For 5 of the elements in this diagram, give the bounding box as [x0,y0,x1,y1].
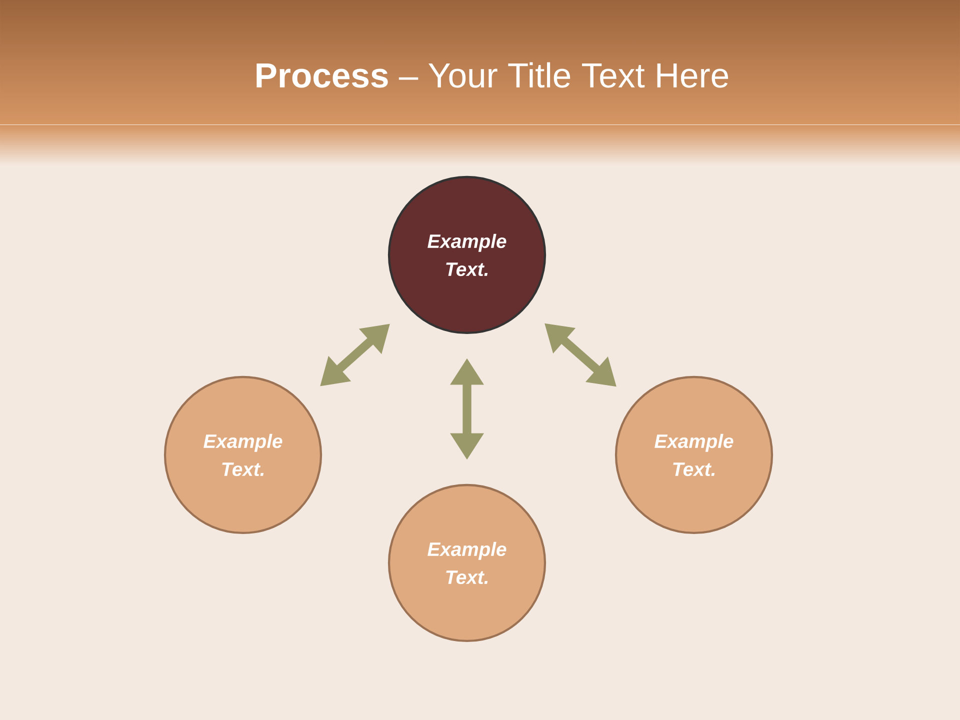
circle-node: Example Text. [164,376,322,534]
title: Process – Your Title Text Here [256,62,728,88]
circle-node: Example Text. [388,484,546,642]
circle-node: Example Text. [388,176,546,334]
circle-node: Example Text. [614,376,774,534]
